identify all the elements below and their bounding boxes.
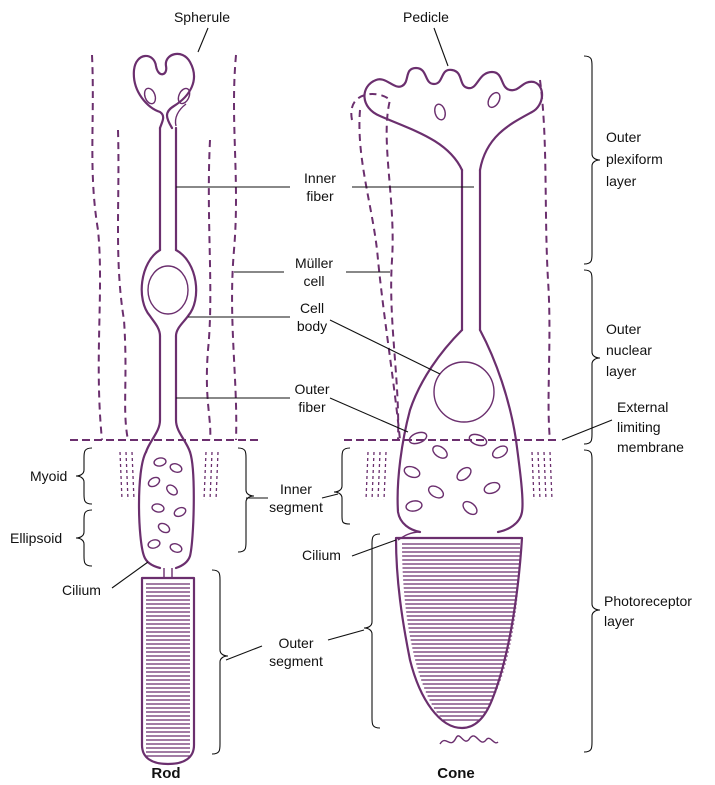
label-pedicle: Pedicle [403,9,449,25]
rod-muller-sheath-right [232,55,236,440]
rod-muller-sheath-left [92,55,102,440]
rod-inner-sheath-left [118,130,128,440]
cone-pedicle-organelle-2 [486,91,503,110]
label-opl-2: plexiform [606,151,663,167]
label-elm-3: membrane [617,439,684,455]
braces [76,56,600,754]
ptr-cell-body-right [330,320,440,374]
label-muller-1: Müller [295,255,333,271]
rod-spherule-inner [175,104,186,126]
cone-inner-sheath-left [359,110,400,440]
brace-myoid [76,448,92,504]
label-cilium-rod: Cilium [62,582,101,598]
label-opl-3: layer [606,173,637,189]
label-onl-1: Outer [606,321,641,337]
rod-mito-9 [169,542,183,554]
label-inner-fiber-2: fiber [306,188,334,204]
label-cone: Cone [437,765,475,782]
cone-nucleus [434,362,494,422]
label-outer-segment-1: Outer [278,635,313,651]
cone-pedicle-organelle-1 [433,103,447,121]
label-cell-body-1: Cell [300,300,324,316]
rod-cilium [164,568,172,578]
label-prl-2: layer [604,613,635,629]
rod-mito-4 [165,483,179,497]
label-rod: Rod [151,765,180,782]
brace-onl [584,270,600,444]
artist-signature [440,736,498,744]
cone-muller-sheath-left [351,94,398,440]
label-myoid: Myoid [30,468,67,484]
brace-inner-segment-rod [238,448,254,552]
rod-mito-5 [151,503,164,513]
ptr-outer-fiber-right [330,398,408,432]
brace-prl [584,450,600,752]
rod-cell [92,54,236,764]
cone-myoid-dashes [366,452,552,500]
rod-outer-fiber-right [176,336,190,452]
cone-mito-1 [408,430,428,446]
cone-mito-9 [405,500,422,513]
brace-inner-segment-cone [334,448,350,524]
brace-opl [584,56,600,264]
cone-cell [351,68,552,744]
rod-inner-sheath-right [207,140,210,440]
cone-disc-stack [402,544,520,720]
label-opl-1: Outer [606,129,641,145]
label-muller-2: cell [303,273,324,289]
label-inner-fiber-1: Inner [304,170,336,186]
label-inner-segment-1: Inner [280,481,312,497]
label-elm-1: External [617,399,668,415]
cone-mito-4 [491,444,510,461]
labels: Spherule Pedicle Inner fiber Müller cell… [10,9,692,782]
cone-mito-10 [461,499,480,517]
ptr-cilium-cone [352,540,396,556]
label-inner-segment-2: segment [269,499,323,515]
rod-mito-2 [169,462,183,474]
rod-mito-7 [157,522,171,535]
cone-body-left [398,330,462,532]
label-ellipsoid: Ellipsoid [10,530,62,546]
ptr-outer-seg-right [328,630,364,640]
cone-muller-sheath-right [540,80,550,440]
cone-mito-6 [455,465,474,483]
label-prl-1: Photoreceptor [604,593,692,609]
pointer-lines [112,28,612,660]
label-cilium-cone: Cilium [302,547,341,563]
rod-disc-stack [146,584,190,756]
label-outer-fiber-2: fiber [298,399,326,415]
ptr-outer-seg-left [226,646,262,660]
cone-mito-5 [403,465,421,480]
rod-mito-1 [153,457,166,467]
rod-mito-8 [147,539,161,550]
label-spherule: Spherule [174,9,230,25]
ptr-inner-seg-right [322,494,338,498]
rod-nucleus [148,266,188,314]
brace-outer-segment-cone [364,534,380,728]
label-onl-3: layer [606,363,637,379]
ptr-pedicle [434,28,448,66]
cone-mito-7 [427,484,446,501]
label-outer-segment-2: segment [269,653,323,669]
brace-ellipsoid [76,510,92,566]
brace-outer-segment-rod [212,570,228,754]
label-onl-2: nuclear [606,342,652,358]
label-elm-2: limiting [617,419,661,435]
rod-outer-fiber-left [146,336,160,452]
rod-mito-3 [147,476,161,489]
rod-mito-6 [173,506,187,518]
ptr-elm [562,420,612,440]
cone-mito-3 [431,443,450,460]
label-cell-body-2: body [297,318,327,334]
cone-body-right [480,330,523,532]
cone-mito-8 [483,481,501,496]
label-outer-fiber-1: Outer [294,381,329,397]
rod-spherule [134,54,194,128]
cone-pedicle [364,68,542,170]
ptr-spherule [198,28,208,52]
